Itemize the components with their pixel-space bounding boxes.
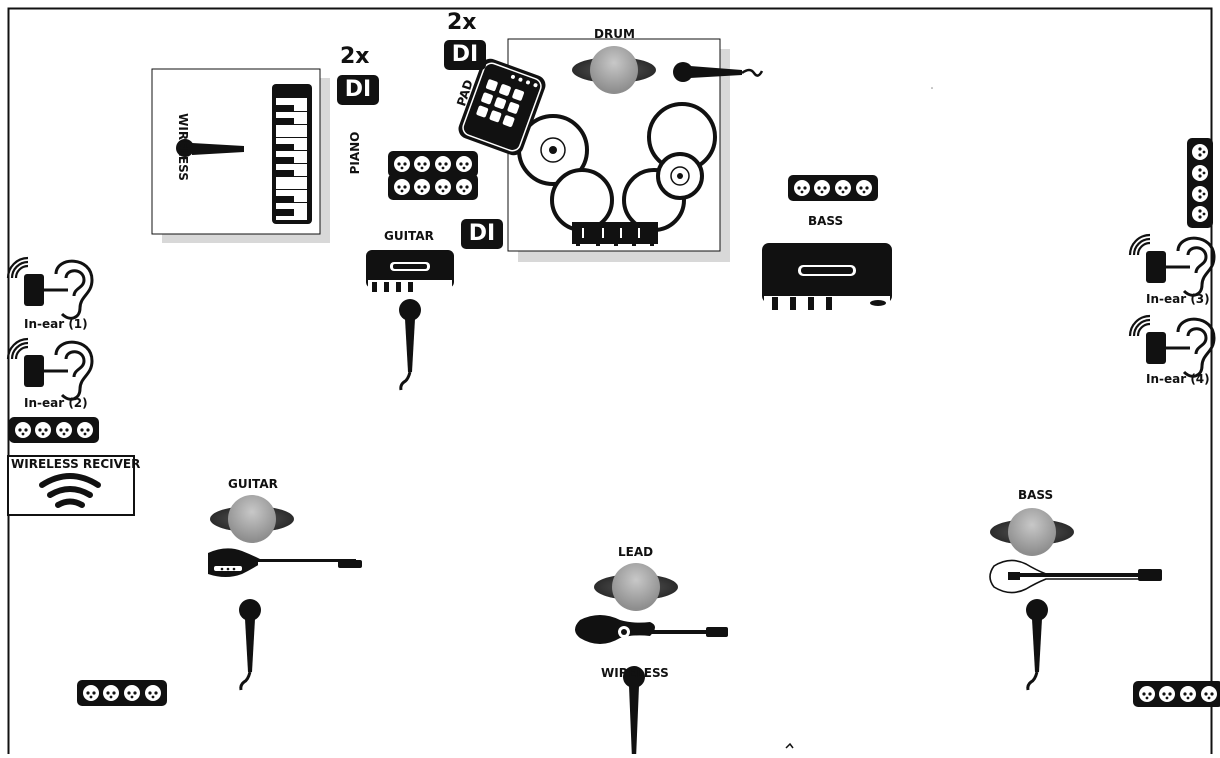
pad-icon — [458, 58, 546, 156]
power-outlet-piano-bottom — [388, 174, 478, 200]
bass-amp-icon — [762, 243, 892, 310]
wireless-receiver-label: WIRELESS RECIVER — [11, 457, 141, 471]
inear-3-label: In-ear (3) — [1146, 292, 1210, 306]
power-outlet-bottom-left — [77, 680, 167, 706]
wireless-receiver-box — [7, 455, 135, 516]
guitar-amp-icon — [366, 250, 454, 292]
lead-label: LEAD — [618, 545, 654, 559]
power-outlet-left — [9, 417, 99, 443]
piano-wireless-label: WIRELESS — [176, 113, 190, 181]
inear-4-label: In-ear (4) — [1146, 372, 1210, 386]
piano-label: PIANO — [348, 131, 362, 175]
guitar-amp-mic-icon — [397, 297, 423, 392]
guitar-amp-label: GUITAR — [384, 229, 434, 243]
bass-player-label: BASS — [1018, 488, 1054, 502]
lead-wireless-label: WIRELESS — [601, 666, 669, 680]
piano-di-box: DI — [337, 75, 379, 105]
inear-2-icon — [6, 337, 94, 401]
stray-arrow-mark — [785, 742, 794, 749]
bass-guitar-icon — [989, 559, 1162, 594]
drum-kit-icon — [517, 102, 717, 246]
bass-amp-label: BASS — [808, 214, 844, 228]
power-outlet-bass — [788, 175, 878, 201]
electric-guitar-icon — [208, 548, 362, 577]
stage-border — [7, 7, 1213, 758]
bass-player-mic-icon — [1024, 597, 1050, 692]
lead-singer-icon — [594, 563, 678, 611]
guitar-player-mic-icon — [237, 597, 263, 692]
inear-3-icon — [1128, 233, 1216, 297]
guitar-di-box: DI — [461, 219, 503, 249]
inear-4-icon — [1128, 314, 1216, 378]
inear-1-label: In-ear (1) — [24, 317, 88, 331]
power-outlet-bottom-right — [1133, 681, 1220, 707]
stray-mark — [931, 87, 933, 89]
pad-di-count: 2x — [447, 10, 477, 35]
piano-di-count: 2x — [340, 44, 370, 69]
lead-wireless-mic-icon — [623, 666, 645, 758]
pad-di-box: DI — [444, 40, 486, 70]
inear-2-label: In-ear (2) — [24, 396, 88, 410]
drum-label: DRUM — [594, 27, 635, 41]
guitar-player-label: GUITAR — [228, 477, 278, 491]
acoustic-guitar-icon — [575, 615, 728, 644]
bass-player-icon — [990, 508, 1074, 556]
power-outlet-piano-top — [388, 151, 478, 177]
inear-1-icon — [6, 256, 94, 320]
power-outlet-right-vertical — [1187, 138, 1213, 228]
piano-keyboard-icon — [272, 84, 312, 224]
piano-wireless-mic-icon — [176, 139, 244, 157]
drum-mic-icon — [673, 62, 764, 82]
guitar-player-icon — [210, 495, 294, 543]
